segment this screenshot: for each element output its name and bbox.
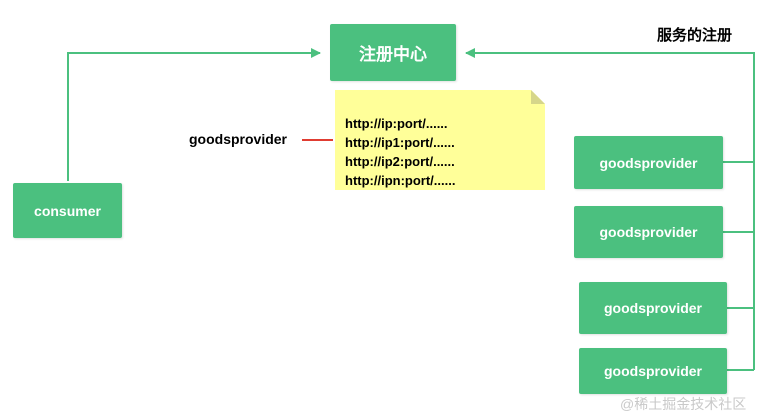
address-line: http://ipn:port/...... [345, 173, 456, 188]
annotation-label: goodsprovider [189, 131, 288, 147]
provider-label: goodsprovider [599, 224, 698, 240]
address-line: http://ip2:port/...... [345, 154, 455, 169]
consumer-node: consumer [13, 183, 122, 238]
watermark: @稀土掘金技术社区 [620, 396, 747, 412]
consumer-label: consumer [34, 202, 101, 219]
provider-node-3: goodsprovider [579, 282, 727, 334]
address-line: http://ip:port/...... [345, 116, 448, 131]
registry-center-label: 注册中心 [359, 45, 427, 64]
address-line: http://ip1:port/...... [345, 135, 455, 150]
provider-label: goodsprovider [599, 154, 698, 171]
provider-label: goodsprovider [603, 300, 702, 316]
registration-caption: 服务的注册 [657, 27, 733, 44]
address-note [335, 90, 545, 190]
provider-node-1: goodsprovider [574, 136, 723, 189]
provider-node-2: goodsprovider [574, 206, 723, 258]
consumer-to-registry-arrow [67, 48, 321, 181]
provider-node-4: goodsprovider [579, 348, 727, 394]
provider-label: goodsprovider [603, 363, 702, 379]
providers-to-registry-arrow [465, 48, 755, 370]
address-note-lines: http://ip:port/...... http://ip1:port/..… [345, 114, 455, 190]
registry-center-node: 注册中心 [330, 24, 456, 81]
